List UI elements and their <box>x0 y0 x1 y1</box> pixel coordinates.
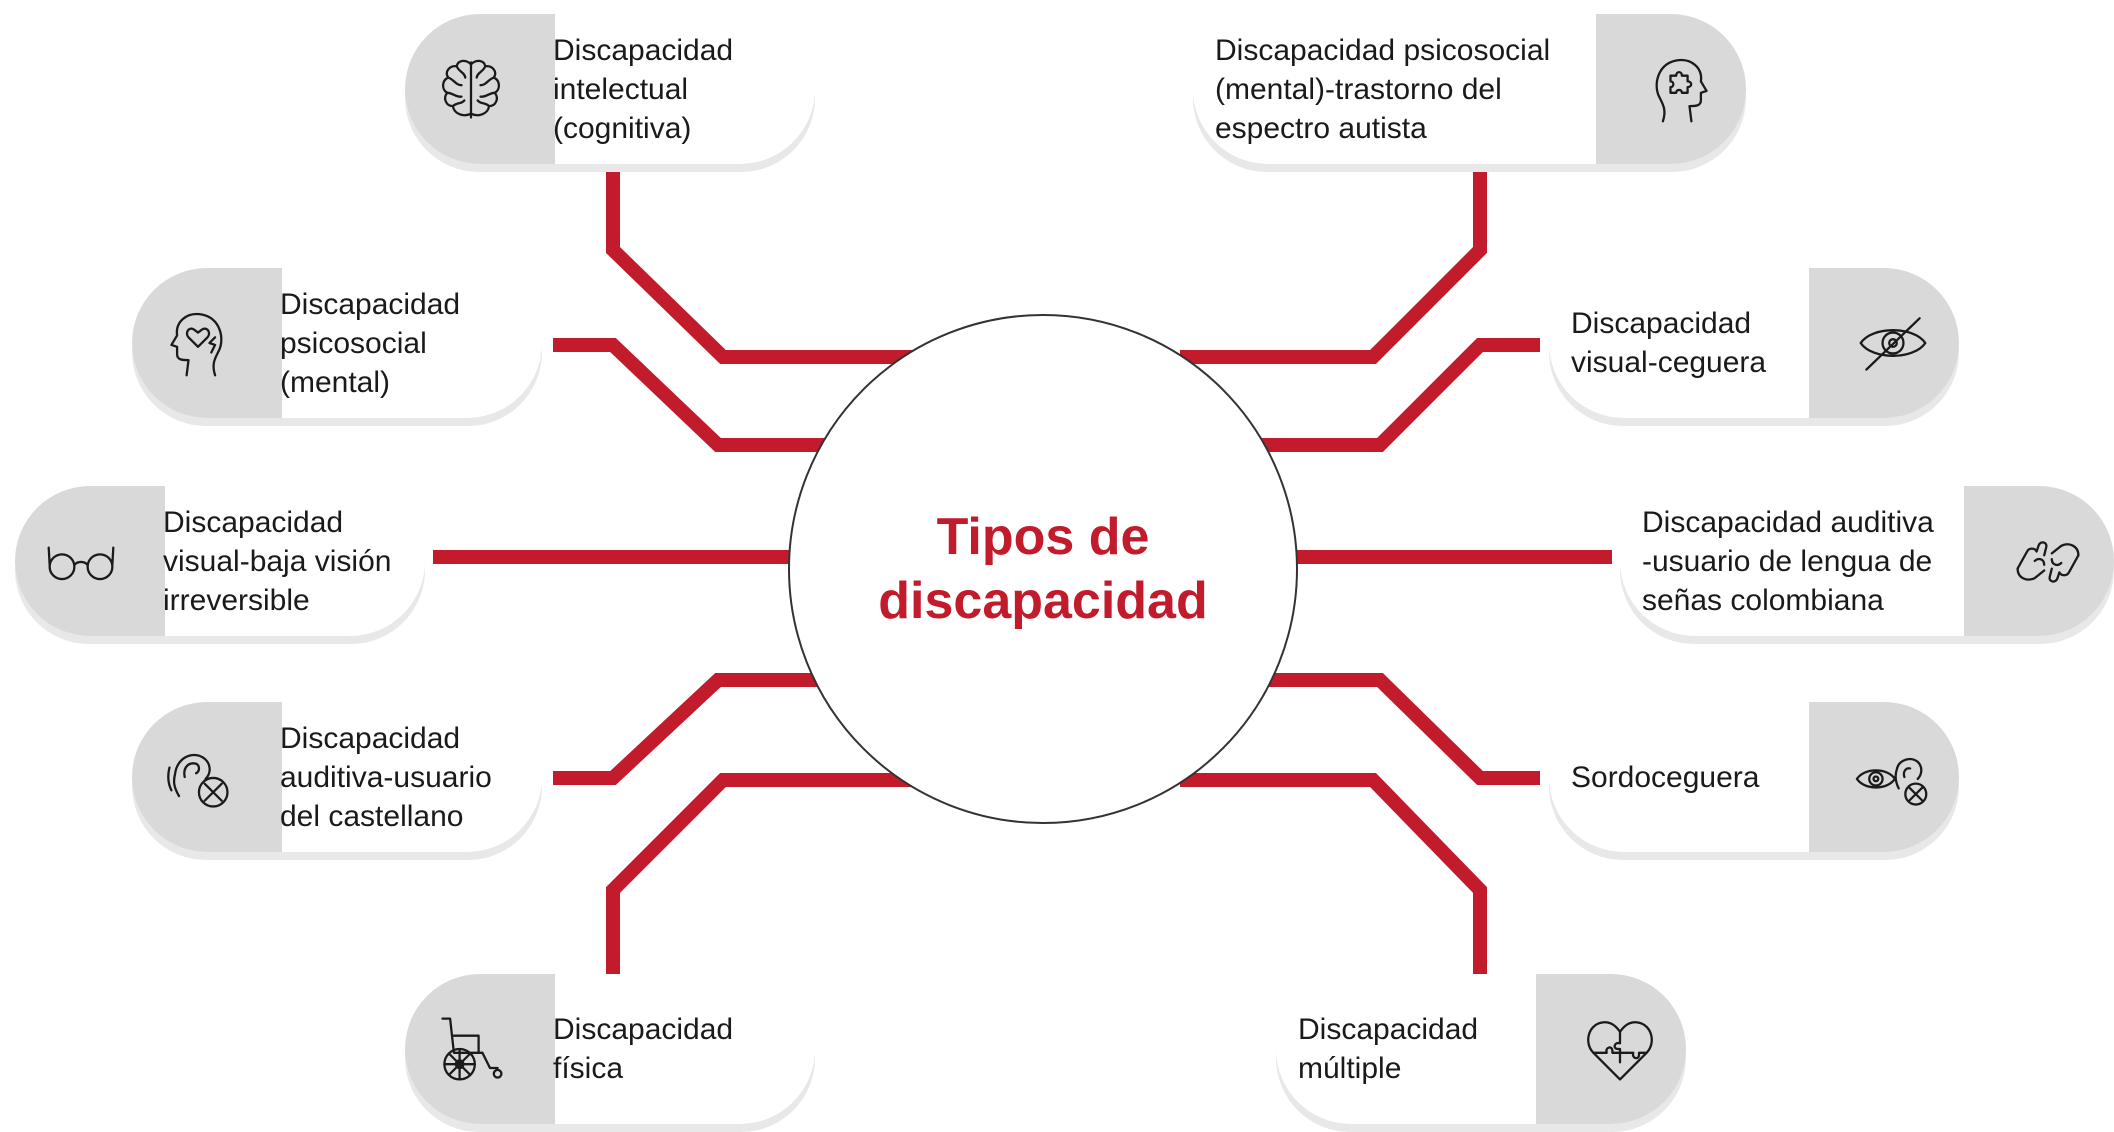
connector-line <box>606 164 920 364</box>
node-discapacidad-intelectual: Discapacidad intelectual (cognitiva) <box>405 14 815 172</box>
node-label: Discapacidad física <box>553 1013 734 1085</box>
node-discapacidad-multiple: Discapacidad múltiple <box>1276 974 1686 1132</box>
node-label: Discapacidad intelectual (cognitiva) <box>553 33 734 145</box>
node-label: Discapacidad visual-ceguera <box>1571 307 1767 379</box>
center-circle: Tipos de discapacidad <box>788 314 1298 824</box>
glasses-icon <box>47 546 115 581</box>
node-label: Sordoceguera <box>1571 760 1760 794</box>
center-title: Tipos de discapacidad <box>878 508 1208 630</box>
node-label: Discapacidad auditiva-usuario del castel… <box>280 721 492 833</box>
connector-line <box>1260 338 1540 452</box>
node-label: Discapacidad psicosocial (mental) <box>280 287 461 399</box>
node-discapacidad-psicosocial: Discapacidad psicosocial (mental) <box>132 268 542 426</box>
connector-line <box>1260 673 1540 785</box>
eye-slash-icon <box>1859 317 1927 371</box>
node-discapacidad-fisica: Discapacidad física <box>405 974 815 1132</box>
brain-icon <box>441 59 501 119</box>
heart-puzzle-icon <box>1587 1021 1653 1081</box>
node-discapacidad-psicosocial-tea: Discapacidad psicosocial (mental)-trasto… <box>1193 14 1746 172</box>
sign-language-hands-icon <box>2016 541 2080 583</box>
head-heart-icon <box>170 312 223 377</box>
connector-line <box>1180 773 1487 975</box>
node-label: Discapacidad auditiva -usuario de lengua… <box>1642 505 1934 617</box>
node-sordoceguera: Sordoceguera <box>1549 702 1959 860</box>
node-label: Discapacidad psicosocial (mental)-trasto… <box>1215 33 1551 145</box>
head-puzzle-icon <box>1655 58 1708 123</box>
node-discapacidad-visual-baja-vision: Discapacidad visual-baja visión irrevers… <box>15 486 425 644</box>
node-discapacidad-auditiva-castellano: Discapacidad auditiva-usuario del castel… <box>132 702 542 860</box>
node-discapacidad-visual-ceguera: Discapacidad visual-ceguera <box>1549 268 1959 426</box>
node-label: Discapacidad múltiple <box>1298 1013 1479 1085</box>
connector-line <box>553 673 840 785</box>
node-discapacidad-auditiva-lsc: Discapacidad auditiva -usuario de lengua… <box>1620 486 2114 644</box>
connector-line <box>606 773 920 975</box>
eye-ear-icon <box>1855 758 1928 806</box>
ear-cross-icon <box>167 753 229 808</box>
connector-line <box>553 338 840 452</box>
node-label: Discapacidad visual-baja visión irrevers… <box>163 505 392 617</box>
wheelchair-icon <box>441 1017 503 1081</box>
connector-line <box>1180 164 1487 364</box>
